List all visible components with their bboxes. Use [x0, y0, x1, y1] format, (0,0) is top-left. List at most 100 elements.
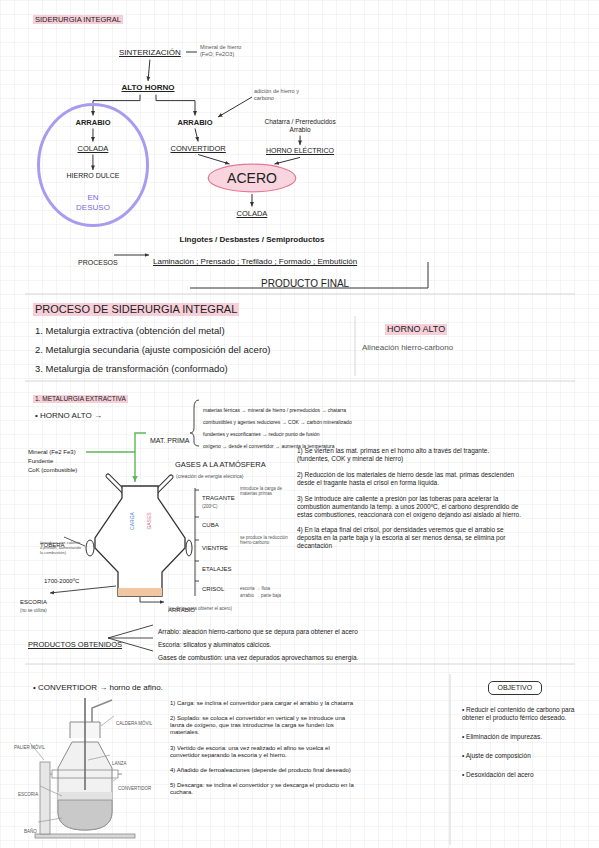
- label-box: introduce la carga de materias primas: [240, 486, 292, 497]
- label-box: 4) Añadido de ferroaleaciones (depende d…: [170, 767, 360, 774]
- label-box: PROCESO DE SIDERURGIA INTEGRAL: [33, 299, 239, 317]
- flow-step: Chatarra / PrerreducidosArrabio: [262, 117, 339, 135]
- leader-lines: [30, 716, 116, 822]
- label-text: escoria → flota: [240, 586, 270, 591]
- flow-arrow: [251, 194, 252, 207]
- feed-branch: [135, 433, 146, 452]
- lance: [84, 698, 86, 790]
- label-text: • HORNO ALTO →: [35, 411, 102, 421]
- flow-step: ARRABIO: [73, 117, 114, 128]
- label-box: Mineral (Fe2 Fe3): [28, 440, 76, 458]
- label-text: PRODUCTOS OBTENIDOS: [28, 640, 122, 649]
- label-box: (200ºC): [202, 494, 217, 512]
- label-box: • Reducir el contenido de carbono para o…: [462, 706, 587, 722]
- label-box: Gases de combustión: una vez depurados a…: [158, 646, 359, 664]
- label-text: arrabio → parte baja: [240, 593, 281, 598]
- flow-arrow: [156, 95, 195, 116]
- base: [35, 834, 135, 838]
- label-text: (200ºC): [202, 504, 217, 509]
- label-text: • Desoxidación del acero: [462, 771, 587, 779]
- label-box: GASES: [140, 509, 157, 527]
- converter-illustration: [30, 698, 135, 838]
- node-text: OBJETIVO: [498, 684, 533, 692]
- flow-arrow: [275, 157, 301, 164]
- label-text: • Eliminación de impurezas.: [462, 733, 587, 741]
- label-text: Lingotes / Desbastes / Semiproductos: [180, 235, 325, 245]
- node-text: Chatarra / Prerreducidos: [265, 118, 336, 126]
- label-box: CONVERTIDOR: [118, 776, 151, 794]
- label-text: 4) En la etapa final del crisol, por den…: [297, 526, 523, 549]
- label-text: 1) Carga: se inclina el convertidor para…: [170, 700, 360, 707]
- node-text: SINTERIZACIÓN: [119, 48, 181, 58]
- label-text: CONVERTIDOR: [118, 786, 151, 791]
- label-box: VIENTRE: [202, 536, 228, 554]
- hearth-metal: [118, 588, 162, 596]
- label-text: ESCORIA: [18, 792, 38, 797]
- label-text: Arrabio: aleación hierro-carbono que se …: [158, 628, 358, 636]
- node-text: HORNO ELÉCTRICO: [266, 147, 334, 155]
- label-text: Fundente: [28, 458, 53, 465]
- separator: [25, 381, 575, 382]
- flow-arrow: [92, 129, 93, 142]
- feed-arrow: [86, 433, 146, 482]
- label-text: CARGA: [129, 512, 135, 530]
- slag-arrow: [50, 586, 116, 593]
- flow-arrow: [300, 136, 301, 145]
- label-box: TRAGANTE: [202, 486, 235, 504]
- brace: [190, 400, 199, 446]
- node-text: HIERRO DULCE: [67, 172, 120, 180]
- node-text: ARRABIO: [178, 118, 213, 127]
- label-box: adición de hierro y carbono: [254, 88, 300, 101]
- decoration: [38, 818, 62, 822]
- section-separators: [25, 294, 575, 845]
- label-text: CRISOL: [202, 586, 224, 593]
- label-box: (no se utiliza): [20, 598, 47, 616]
- label-text: 2) Soplado: se coloca el convertidor en …: [170, 715, 360, 737]
- flow-step: ARRABIO: [175, 117, 216, 128]
- label-box: CALDERA MÓVIL: [116, 711, 152, 729]
- label-box: materias férricas → mineral de hierro / …: [203, 398, 346, 416]
- label-box: 1) Carga: se inclina el convertidor para…: [170, 700, 360, 707]
- brace-ticks: [195, 490, 199, 581]
- node-text: ARRABIO: [76, 118, 111, 127]
- flow-step: HORNO ELÉCTRICO: [263, 146, 337, 156]
- label-box: CoK (combustible): [28, 458, 77, 476]
- node-text: COLADA: [237, 209, 268, 218]
- mat-prima-brace: [190, 400, 199, 446]
- label-box: se produce la reducción hierro-carbono: [240, 535, 294, 546]
- separator: [25, 294, 575, 295]
- label-text: materias férricas → mineral de hierro / …: [203, 407, 346, 413]
- label-box: 1. Metalurgia extractiva (obtención del …: [35, 320, 225, 338]
- label-text: TRAGANTE: [202, 495, 235, 502]
- flow-arrow: [148, 60, 150, 81]
- label-text: • Ajuste de composición: [462, 752, 587, 760]
- label-text: CoK (combustible): [28, 467, 77, 474]
- label-box: fundentes y escorificantes → reducir pun…: [203, 422, 319, 440]
- status-note: EN DESUSO: [70, 193, 116, 212]
- label-text: adición de hierro y carbono: [254, 88, 300, 101]
- label-text: VIENTRE: [202, 545, 228, 552]
- label-box: Mineral de hierro (FeO; Fe2O3): [200, 44, 250, 57]
- tuyere: [186, 540, 192, 556]
- ellipse-node: ACERO: [207, 163, 297, 193]
- flow-step: SINTERIZACIÓN: [116, 47, 184, 59]
- label-text: 2. Metalurgia secundaria (ajuste composi…: [35, 344, 271, 355]
- label-text: GASES A LA ATMÓSFERA: [175, 460, 266, 469]
- decoration: [40, 786, 62, 796]
- label-box: ESCORIA: [20, 590, 47, 608]
- label-text: LANZA: [112, 761, 127, 766]
- label-box: BAÑO: [24, 819, 37, 837]
- label-box: Escoria: silicatos y aluminatos cálcicos…: [158, 633, 271, 651]
- flow-step: COLADA: [234, 208, 271, 219]
- label-box: • CONVERTIDOR → horno de afino.: [33, 676, 163, 694]
- label-box: 2) Reducción de los materiales de hierro…: [297, 471, 523, 487]
- label-box: • Eliminación de impurezas.: [462, 733, 587, 741]
- label-box: 3. Metalurgia de transformación (conform…: [35, 358, 228, 376]
- label-box: PROCESOS: [78, 251, 118, 269]
- ellipse-shape: [39, 105, 148, 226]
- divider: [450, 674, 451, 845]
- duct: [92, 700, 112, 722]
- label-text: 2) Reducción de los materiales de hierro…: [297, 471, 523, 487]
- label-box: • HORNO ALTO →: [35, 404, 102, 422]
- label-box: (se dirige para obtener el acero): [168, 606, 243, 611]
